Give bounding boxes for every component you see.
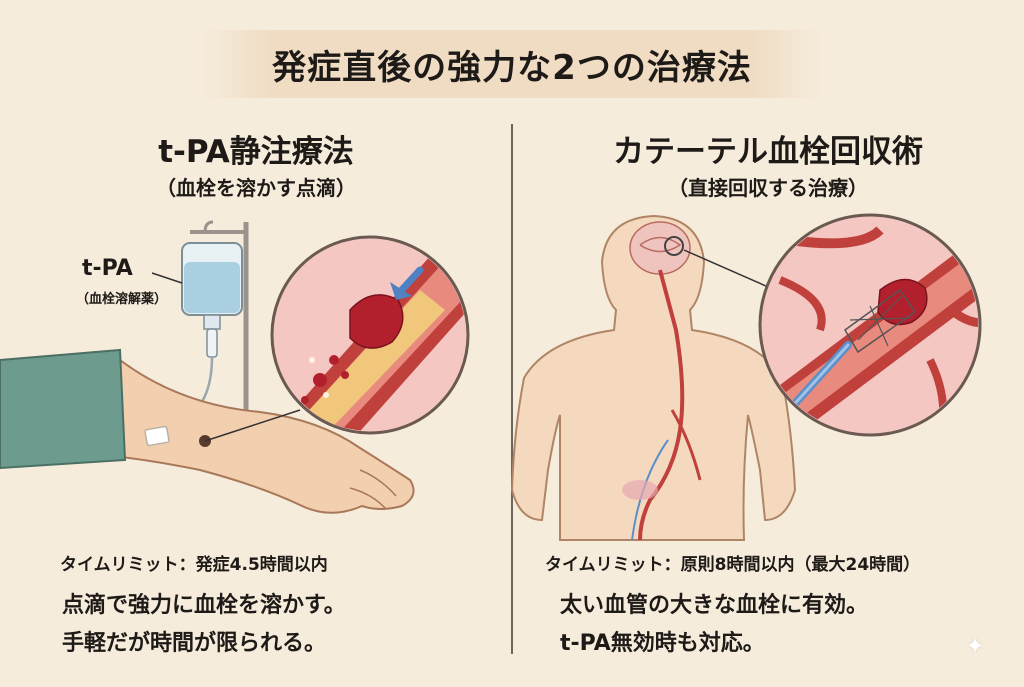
drug-leader-line (151, 272, 183, 284)
right-heading: カテーテル血栓回収術 (613, 134, 923, 170)
sparkle-icon: ✦ (965, 632, 986, 660)
brain-leader-line (683, 249, 776, 291)
right-description-2: t-PA無効時も対応。 (560, 631, 765, 656)
page-title: 発症直後の強力な2つの治療法 (272, 48, 752, 88)
panel-divider (511, 124, 513, 654)
left-heading: t-PA静注療法 (158, 134, 354, 170)
iv-stand (190, 220, 249, 440)
left-description-2: 手軽だが時間が限られる。 (62, 631, 327, 656)
iv-bag-icon (181, 242, 243, 358)
vessel-leader-line (204, 409, 301, 442)
drug-sublabel: （血栓溶解薬） (76, 292, 168, 307)
left-description-1: 点滴で強力に血栓を溶かす。 (62, 593, 346, 618)
title-banner (200, 30, 824, 98)
stent-retriever-icon (758, 213, 982, 437)
arm-illustration (0, 348, 415, 514)
right-description-1: 太い血管の大きな血栓に有効。 (560, 593, 869, 618)
right-time-limit: タイムリミット：原則8時間以内（最大24時間） (545, 555, 921, 575)
body-illustration (510, 214, 797, 541)
left-subheading: （血栓を溶かす点滴） (156, 176, 356, 200)
drug-label: t-PA (82, 256, 133, 281)
left-time-limit: タイムリミット：発症4.5時間以内 (60, 555, 328, 575)
right-subheading: （直接回収する治療） (668, 176, 868, 200)
